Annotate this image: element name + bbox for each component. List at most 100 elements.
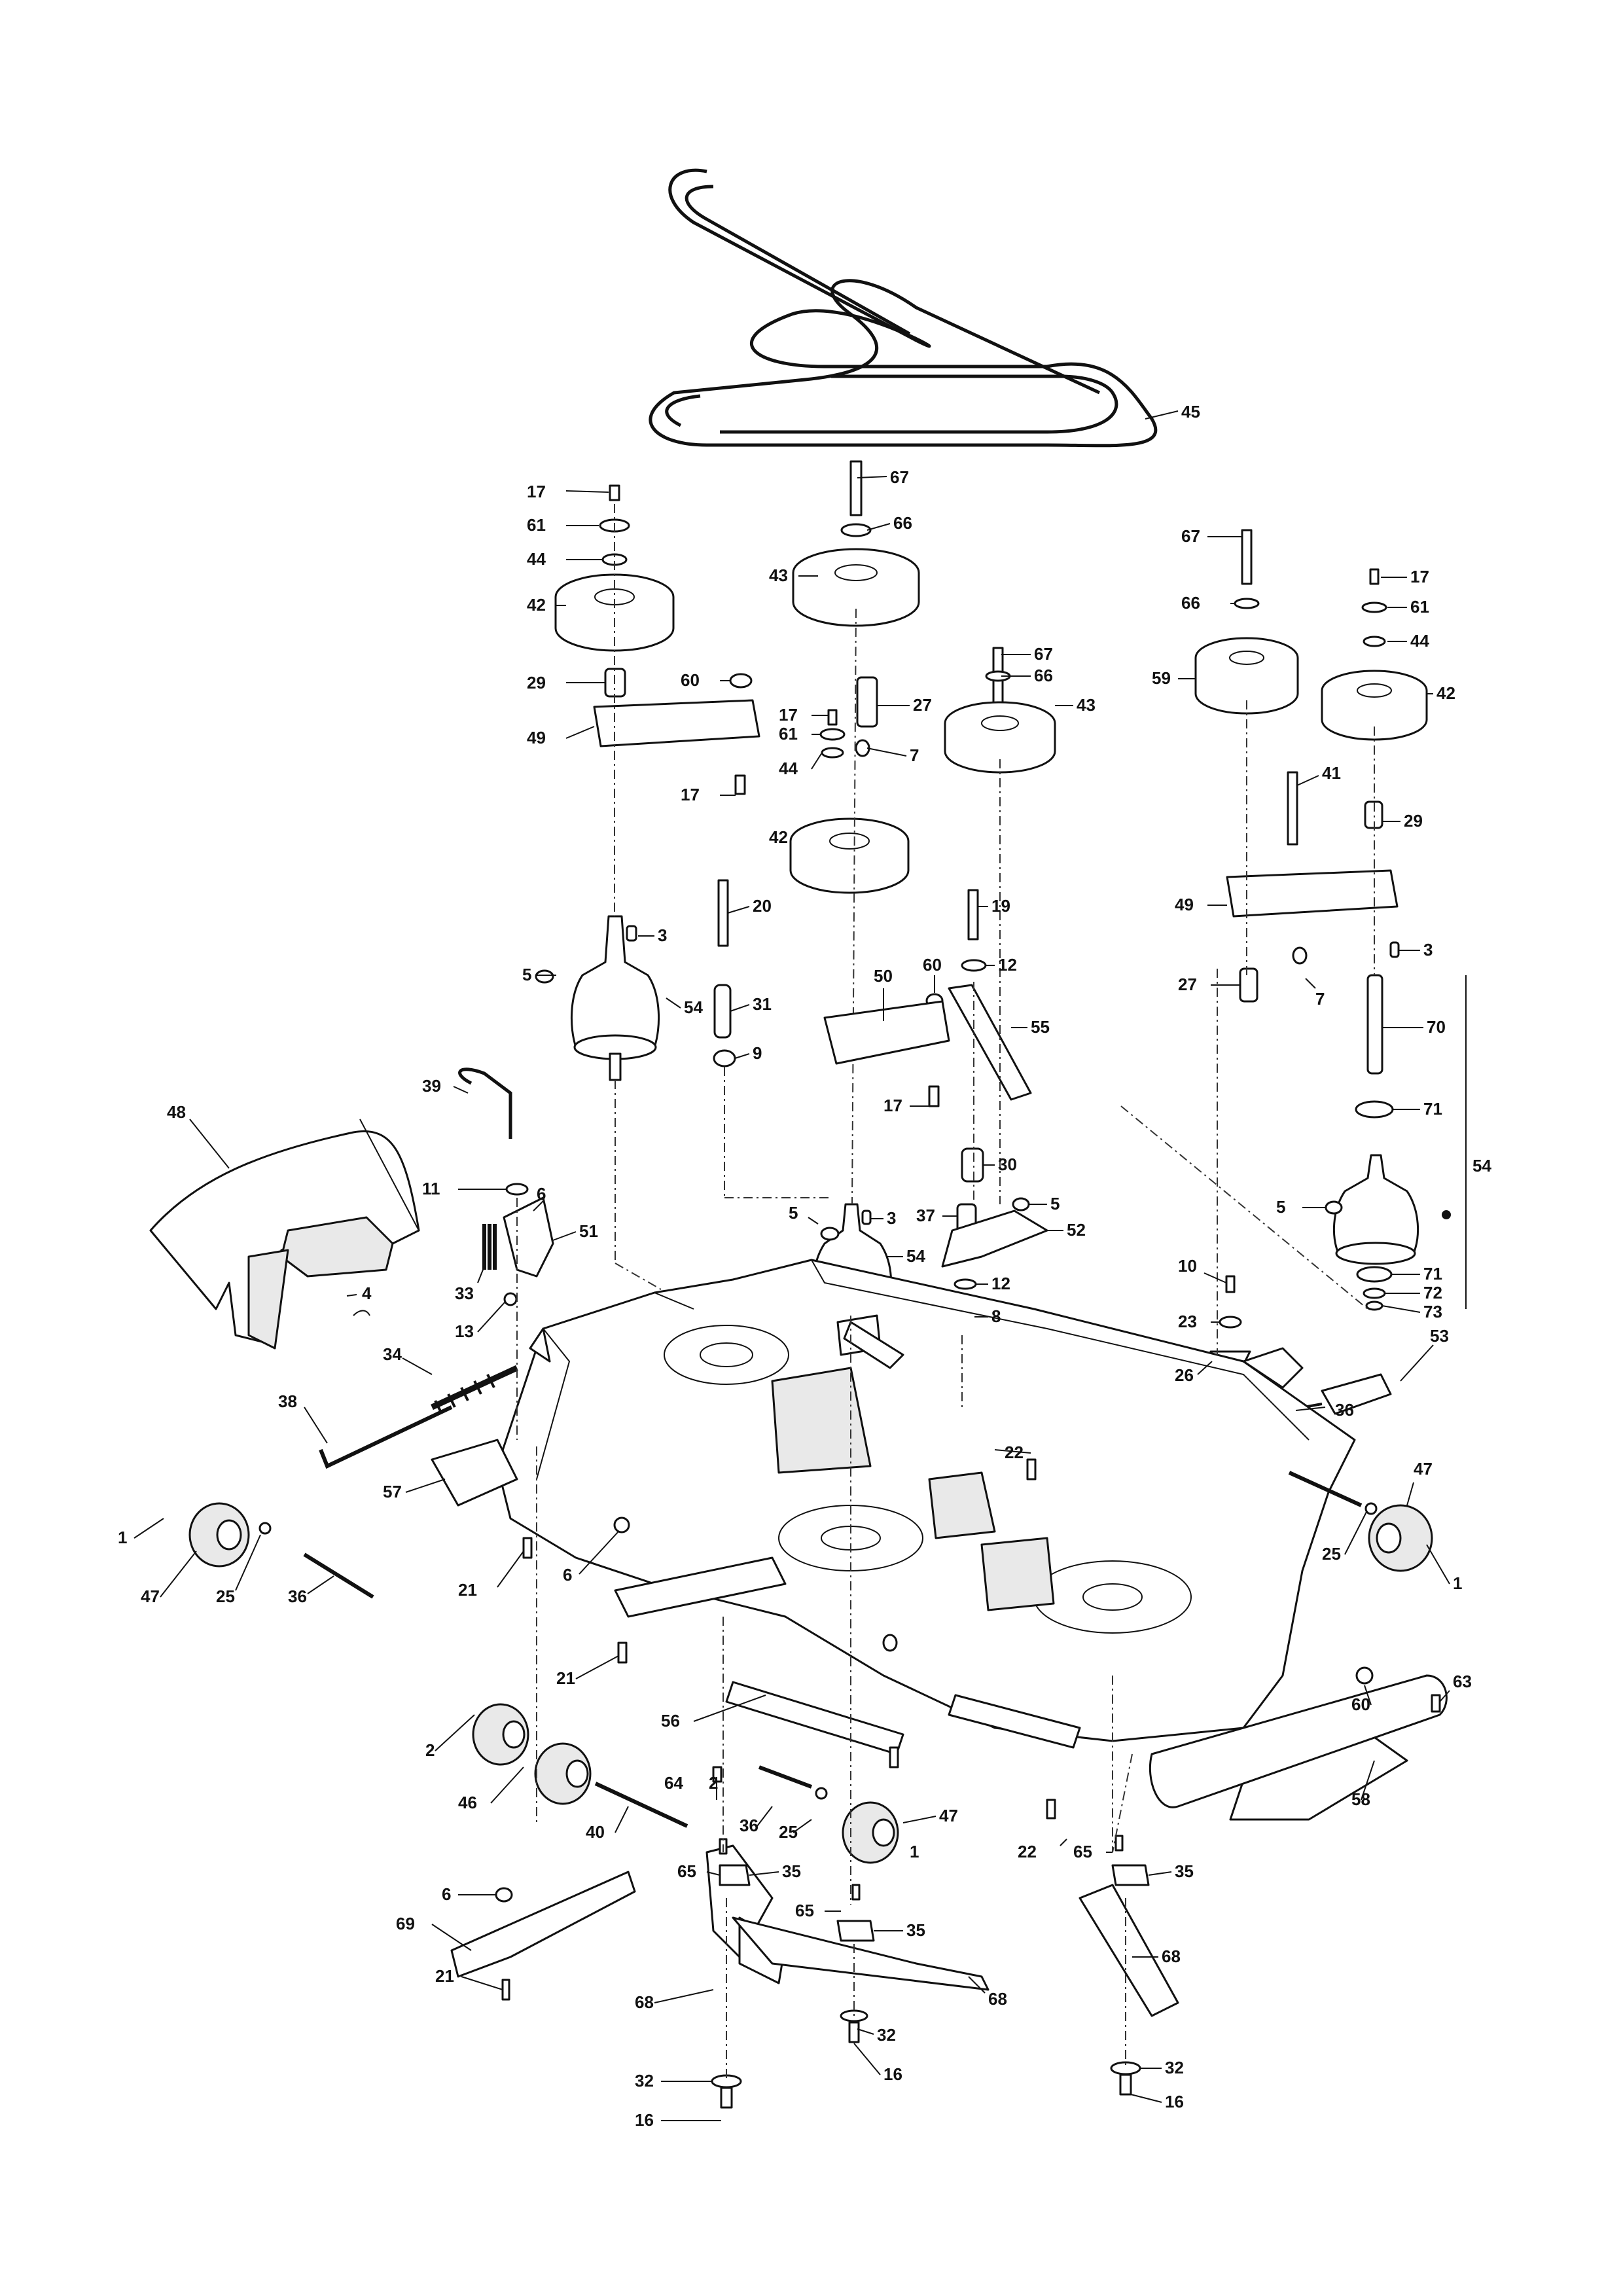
callout-labels: 45 67 66 43 17 61 44 42 29 60 49 17 17 6… — [118, 402, 1491, 2130]
wheel-47-center — [842, 1801, 899, 1864]
callout-19: 19 — [991, 896, 1010, 916]
callout-65-right: 65 — [1073, 1842, 1092, 1861]
callout-5-right: 5 — [1276, 1197, 1285, 1217]
height-adjust-hardware — [319, 1067, 1392, 1469]
callout-70: 70 — [1427, 1017, 1446, 1037]
hub-35-right — [1111, 1864, 1150, 1886]
cable-53 — [1321, 1373, 1392, 1415]
callout-17-center: 17 — [779, 705, 798, 725]
callout-25-left: 25 — [216, 1587, 235, 1606]
callout-60-center: 60 — [923, 955, 942, 975]
callout-52: 52 — [1067, 1220, 1086, 1240]
callout-42-right: 42 — [1436, 683, 1455, 703]
callout-29-left: 29 — [527, 673, 546, 692]
callout-21-left: 21 — [458, 1580, 477, 1600]
callout-8: 8 — [991, 1306, 1001, 1326]
callout-6-middle: 6 — [563, 1565, 572, 1585]
callout-54-right: 54 — [1472, 1156, 1491, 1175]
callout-16-center: 16 — [883, 2064, 902, 2084]
callout-61-center: 61 — [779, 724, 798, 744]
bolt-19 — [967, 889, 979, 941]
shaft-70 — [1366, 974, 1383, 1075]
callout-53: 53 — [1430, 1326, 1449, 1346]
callout-65-center: 65 — [795, 1901, 814, 1920]
callout-21-lower: 21 — [435, 1966, 454, 1986]
callout-16-left: 16 — [635, 2110, 654, 2130]
bearing-71-bottom — [1356, 1266, 1393, 1283]
callout-17-center-lower: 17 — [883, 1096, 902, 1115]
callout-2-center: 2 — [709, 1773, 718, 1793]
bolt-17-left — [609, 484, 620, 501]
idler-bracket-49-right — [1226, 869, 1399, 918]
bracket-51 — [503, 1196, 554, 1278]
callout-35-center: 35 — [906, 1920, 925, 1940]
callout-3-right: 3 — [1423, 940, 1433, 960]
idler-bracket-49-left — [593, 699, 760, 747]
callout-66-right: 66 — [1181, 593, 1200, 613]
callout-47-right: 47 — [1414, 1459, 1433, 1479]
wheel-46-lower — [534, 1742, 592, 1805]
idler-arm-55 — [948, 984, 1032, 1101]
callout-48: 48 — [167, 1102, 186, 1122]
callout-51: 51 — [579, 1221, 598, 1241]
center-spindle-stack — [713, 460, 920, 1318]
callout-6-upper: 6 — [537, 1184, 546, 1204]
callout-25-center: 25 — [779, 1822, 798, 1842]
callout-54-center: 54 — [906, 1246, 925, 1266]
callout-36-right: 36 — [1335, 1400, 1354, 1420]
callout-44-center: 44 — [779, 759, 798, 778]
callout-39: 39 — [422, 1076, 441, 1096]
bearing-71-top — [1355, 1100, 1394, 1119]
callout-3-left: 3 — [658, 925, 667, 945]
callout-1-center: 1 — [910, 1842, 919, 1861]
callout-61-left: 61 — [527, 515, 546, 535]
right-spindle-stack — [1194, 529, 1467, 1311]
callout-17-left: 17 — [527, 482, 546, 501]
callout-43-center-right: 43 — [1077, 695, 1096, 715]
pin-41 — [1287, 771, 1298, 846]
bracket-52 — [941, 1210, 1048, 1268]
callout-67-center: 67 — [890, 467, 909, 487]
callout-42-center: 42 — [769, 827, 788, 847]
callout-33: 33 — [455, 1283, 474, 1303]
callout-9: 9 — [753, 1043, 762, 1063]
callout-54-left: 54 — [684, 997, 703, 1017]
callout-7-right: 7 — [1315, 989, 1325, 1009]
callout-67-right: 67 — [1181, 526, 1200, 546]
deck-hardware — [522, 1458, 1441, 1820]
callout-50: 50 — [874, 966, 893, 986]
bolt-20 — [717, 879, 729, 947]
callout-21-middle: 21 — [556, 1668, 575, 1688]
callout-22-upper: 22 — [1005, 1443, 1024, 1462]
callout-55: 55 — [1031, 1017, 1050, 1037]
callout-40: 40 — [586, 1822, 605, 1842]
bracket-69 — [450, 1871, 636, 1978]
bolt-67-right — [1241, 529, 1253, 585]
callout-5-left: 5 — [522, 965, 531, 984]
spindle-assembly-54-right — [1333, 1154, 1419, 1255]
bar-58 — [1149, 1674, 1448, 1808]
callout-1-left: 1 — [118, 1528, 127, 1547]
bracket-56 — [614, 1556, 787, 1618]
callout-35-left: 35 — [782, 1861, 801, 1881]
callout-68-left: 68 — [635, 1992, 654, 2012]
callout-2-left: 2 — [425, 1740, 435, 1760]
callout-49-right: 49 — [1175, 895, 1194, 914]
callout-68-center: 68 — [988, 1989, 1007, 2009]
blade-68-right — [1079, 1884, 1179, 2017]
callout-60-right: 60 — [1351, 1695, 1370, 1714]
callout-6-lower: 6 — [442, 1884, 451, 1904]
gauge-wheels — [188, 1471, 1433, 1864]
callout-41: 41 — [1322, 763, 1341, 783]
bolt-67-center — [849, 460, 863, 516]
blade-assemblies — [495, 1835, 1179, 2109]
hub-35-left — [719, 1864, 751, 1886]
callout-12-lower: 12 — [991, 1274, 1010, 1293]
callout-38: 38 — [278, 1391, 297, 1411]
callout-17-right: 17 — [1410, 567, 1429, 586]
left-spindle-stack — [535, 484, 760, 1081]
callout-61-right: 61 — [1410, 597, 1429, 617]
callout-36-center: 36 — [740, 1816, 758, 1835]
callout-47-center: 47 — [939, 1806, 958, 1825]
